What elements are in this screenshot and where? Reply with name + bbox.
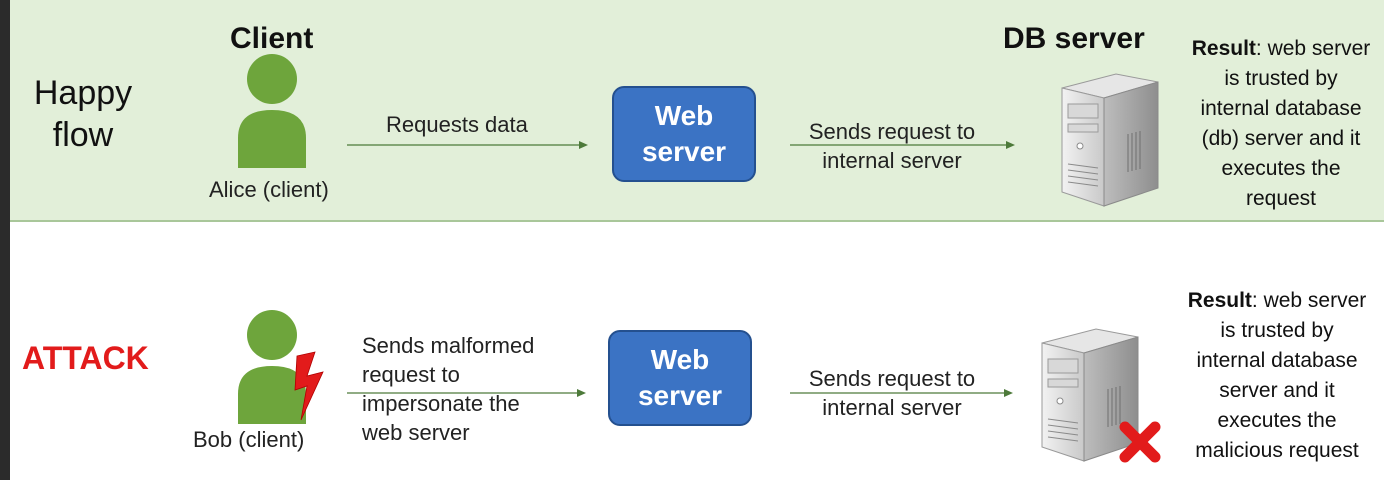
happy-result-bold: Result — [1191, 37, 1256, 60]
sends-request-line1: Sends request to — [808, 119, 976, 144]
happy-result-line3: (db) server and it — [1201, 127, 1361, 150]
attack-title: ATTACK — [22, 340, 149, 376]
server-icon — [1054, 60, 1166, 210]
alice-client-label: Alice (client) — [209, 177, 329, 202]
malformed-request-label: Sends malformed request to impersonate t… — [362, 331, 534, 447]
web-server-box: Web server — [612, 86, 756, 182]
malformed-line3: web server — [362, 420, 470, 445]
attack-result-line0: : web server — [1251, 289, 1367, 312]
attack-result-line1: is trusted by — [1220, 319, 1334, 342]
sends-request-line2: internal server — [822, 395, 962, 420]
happy-result-line1: is trusted by — [1224, 67, 1338, 90]
sends-request-line1: Sends request to — [808, 366, 976, 391]
happy-result-line5: request — [1245, 187, 1317, 210]
left-edge-bar — [0, 0, 10, 480]
malformed-line1: request to — [362, 362, 460, 387]
happy-flow-title: Happy flow — [28, 72, 138, 156]
happy-result-line4: executes the — [1221, 157, 1341, 180]
attack-result-bold: Result — [1187, 289, 1252, 312]
requests-data-label: Requests data — [386, 112, 528, 137]
sends-request-line2: internal server — [822, 148, 962, 173]
person-icon — [232, 52, 312, 170]
malformed-line0: Sends malformed — [362, 333, 535, 358]
arrow-icon — [347, 139, 589, 151]
web-server-box: Web server — [608, 330, 752, 426]
web-server-line2: server — [641, 136, 727, 167]
malformed-line2: impersonate the — [362, 391, 520, 416]
client-heading: Client — [230, 22, 314, 55]
attack-result-line5: malicious request — [1195, 439, 1359, 462]
web-server-line1: Web — [650, 344, 710, 375]
arrow-icon — [347, 387, 587, 399]
happy-result-text: Result: web server is trusted by interna… — [1176, 34, 1384, 214]
happy-result-line2: internal database — [1200, 97, 1362, 120]
bob-client-label: Bob (client) — [193, 427, 305, 452]
sends-request-label: Sends request to internal server — [790, 117, 994, 175]
arrow-icon — [790, 139, 1016, 151]
attack-result-line4: executes the — [1217, 409, 1337, 432]
happy-result-line0: : web server — [1255, 37, 1371, 60]
red-x-icon — [1118, 420, 1162, 464]
attack-result-line2: internal database — [1196, 349, 1358, 372]
attack-result-line3: server and it — [1219, 379, 1335, 402]
person-icon — [232, 308, 312, 426]
web-server-line1: Web — [654, 100, 714, 131]
lightning-icon — [293, 350, 327, 422]
attack-result-text: Result: web server is trusted by interna… — [1170, 286, 1384, 466]
happy-flow-title-line1: Happy — [33, 74, 133, 112]
sends-request-label: Sends request to internal server — [790, 364, 994, 422]
db-server-heading: DB server — [1003, 22, 1145, 55]
web-server-line2: server — [637, 380, 723, 411]
arrow-icon — [790, 387, 1014, 399]
happy-flow-title-line2: flow — [52, 116, 114, 154]
